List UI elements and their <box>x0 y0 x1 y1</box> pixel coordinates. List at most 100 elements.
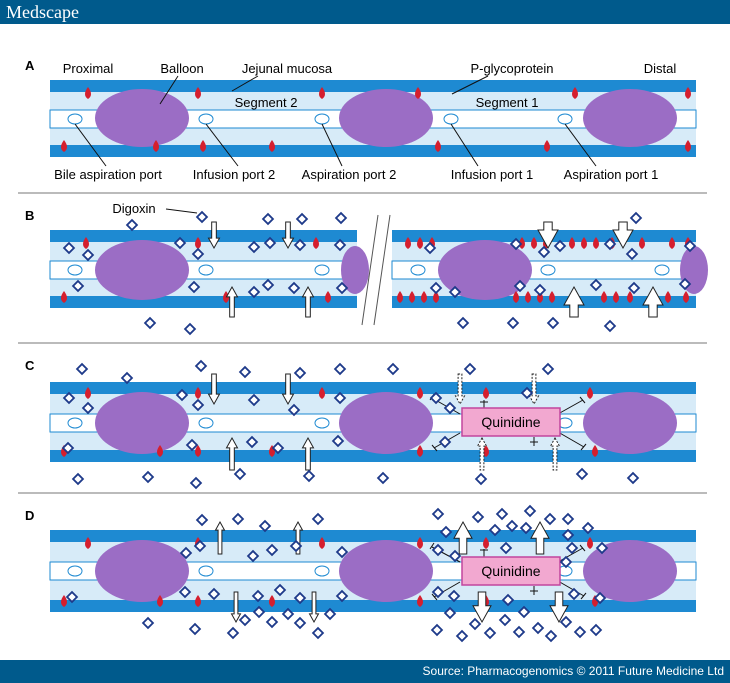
arrow-down <box>549 591 569 624</box>
panel-c: C <box>25 358 697 490</box>
arrow-down <box>472 591 492 624</box>
header-bar: Medscape <box>0 0 730 24</box>
digoxin-molecule <box>559 615 573 629</box>
p-glycoprotein-marker <box>157 595 163 607</box>
digoxin-molecule <box>120 371 134 385</box>
digoxin-molecule <box>188 622 202 636</box>
digoxin-molecule <box>541 362 555 376</box>
arrow-down <box>308 591 320 624</box>
p-glycoprotein-marker <box>415 87 421 99</box>
source-credit: Source: Pharmacogenomics © 2011 Future M… <box>422 664 724 678</box>
label-jejunal-mucosa: Jejunal mucosa <box>242 61 333 76</box>
digoxin-molecule <box>71 472 85 486</box>
panel-a: A Proximal Balloon Jejunal mucosa P-glyc… <box>25 58 697 182</box>
label-aspiration-1: Aspiration port 1 <box>564 167 659 182</box>
p-glycoprotein-marker <box>85 537 91 549</box>
port-aspiration-2 <box>314 113 330 125</box>
p-glycoprotein-marker <box>61 595 67 607</box>
digoxin-molecule <box>334 211 348 225</box>
digoxin-molecule <box>626 471 640 485</box>
digoxin-molecule <box>499 541 513 555</box>
digoxin-molecule <box>443 606 457 620</box>
pgp-markers-a <box>61 87 691 152</box>
p-glycoprotein-marker <box>61 291 67 303</box>
digoxin-molecule <box>509 237 523 251</box>
label-proximal: Proximal <box>63 61 114 76</box>
digoxin-molecule <box>333 238 347 252</box>
intestine-b-left <box>49 230 369 308</box>
arrows-b <box>207 221 664 318</box>
digoxin-molecule <box>498 613 512 627</box>
p-glycoprotein-marker <box>83 237 89 249</box>
digoxin-molecule <box>247 285 261 299</box>
port-infusion-2 <box>198 113 214 125</box>
digoxin-molecule <box>195 210 209 224</box>
digoxin-molecule <box>261 212 275 226</box>
digoxin-molecule <box>333 362 347 376</box>
digoxin-molecule <box>567 587 581 601</box>
p-glycoprotein-marker <box>269 140 275 152</box>
digoxin-molecule <box>333 391 347 405</box>
digoxin-molecule <box>287 403 301 417</box>
arrow-up <box>301 285 315 318</box>
p-glycoprotein-marker <box>195 387 201 399</box>
digoxin-molecule <box>71 279 85 293</box>
p-glycoprotein-marker <box>85 87 91 99</box>
digoxin-molecule <box>573 625 587 639</box>
digoxin-molecule <box>265 543 279 557</box>
digoxin-molecule <box>263 236 277 250</box>
digoxin-molecule <box>523 504 537 518</box>
p-glycoprotein-marker <box>639 237 645 249</box>
digoxin-molecule <box>335 589 349 603</box>
digoxin-molecule <box>293 238 307 252</box>
p-glycoprotein-marker <box>435 140 441 152</box>
digoxin-molecule <box>195 513 209 527</box>
lower-wall <box>50 145 696 157</box>
arrow-up <box>214 520 226 555</box>
digoxin-molecule <box>194 359 208 373</box>
p-glycoprotein-marker <box>483 537 489 549</box>
digoxin-molecule <box>531 621 545 635</box>
balloon-1 <box>95 89 189 147</box>
digoxin-molecule <box>226 626 240 640</box>
digoxin-molecule <box>603 237 617 251</box>
digoxin-molecule <box>185 438 199 452</box>
arrow-down <box>454 373 466 406</box>
arrow-down <box>281 221 295 250</box>
digoxin-molecule <box>125 218 139 232</box>
p-glycoprotein-marker <box>587 537 593 549</box>
p-glycoprotein-marker <box>544 140 550 152</box>
digoxin-molecule <box>471 510 485 524</box>
p-glycoprotein-marker <box>195 237 201 249</box>
digoxin-molecule <box>335 545 349 559</box>
digoxin-molecule <box>589 278 603 292</box>
digoxin-molecule <box>447 589 461 603</box>
p-glycoprotein-marker <box>195 87 201 99</box>
digoxin-molecule <box>311 626 325 640</box>
p-glycoprotein-marker <box>483 387 489 399</box>
arrow-down <box>537 221 559 250</box>
digoxin-molecule <box>544 629 558 643</box>
digoxin-molecule <box>629 211 643 225</box>
digoxin-molecule <box>448 285 462 299</box>
p-glycoprotein-marker <box>157 445 163 457</box>
digoxin-molecule <box>179 546 193 560</box>
p-glycoprotein-marker <box>417 595 423 607</box>
p-glycoprotein-marker <box>601 291 607 303</box>
arrows-c <box>207 373 561 471</box>
panel-letter-d: D <box>25 508 34 523</box>
digoxin-molecule <box>506 316 520 330</box>
panel-separators <box>18 192 707 494</box>
digoxin-molecule <box>233 467 247 481</box>
digoxin-molecule <box>463 362 477 376</box>
digoxin-molecule <box>456 316 470 330</box>
digoxin-molecule <box>561 528 575 542</box>
diagram-canvas: A Proximal Balloon Jejunal mucosa P-glyc… <box>18 58 708 643</box>
p-glycoprotein-marker <box>325 291 331 303</box>
digoxin-molecule <box>520 386 534 400</box>
p-glycoprotein-marker <box>519 237 525 249</box>
digoxin-molecule <box>75 362 89 376</box>
p-glycoprotein-marker <box>531 237 537 249</box>
p-glycoprotein-marker <box>319 387 325 399</box>
panel-letter-c: C <box>25 358 35 373</box>
